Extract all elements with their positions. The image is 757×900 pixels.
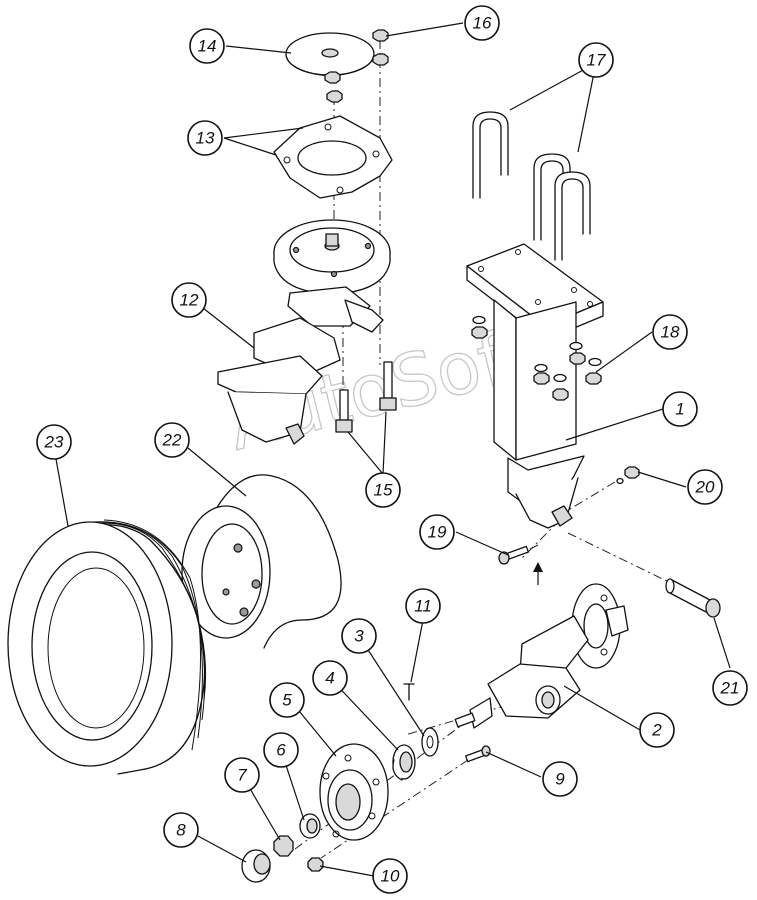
callout-circle bbox=[372, 858, 408, 894]
callout-number: 16 bbox=[473, 14, 492, 33]
callout-number: 7 bbox=[237, 766, 247, 785]
part-1-post bbox=[466, 243, 604, 529]
callout-number: 15 bbox=[374, 481, 393, 500]
callout-number: 20 bbox=[695, 478, 715, 497]
part-11-cotter-pin bbox=[403, 683, 415, 701]
callout-number: 3 bbox=[354, 627, 364, 646]
part-8-dust-cap bbox=[241, 849, 271, 883]
callout-9: 9 bbox=[542, 761, 578, 797]
callout-number: 5 bbox=[282, 691, 292, 710]
callout-circle bbox=[662, 391, 698, 427]
callout-number: 9 bbox=[555, 770, 565, 789]
callout-19: 19 bbox=[419, 514, 455, 550]
callout-6: 6 bbox=[263, 732, 299, 768]
part-4-seal bbox=[392, 744, 416, 781]
callout-number: 18 bbox=[661, 323, 680, 342]
callout-circle bbox=[687, 469, 723, 505]
part-19-bolt bbox=[498, 545, 530, 565]
part-20-nut-washer bbox=[616, 466, 640, 485]
callout-number: 10 bbox=[381, 867, 400, 886]
callout-4: 4 bbox=[312, 660, 348, 696]
callout-17: 17 bbox=[578, 42, 614, 78]
callout-number: 14 bbox=[198, 37, 217, 56]
callout-circle bbox=[578, 42, 614, 78]
part-16-nuts bbox=[324, 29, 389, 103]
part-10-nut bbox=[307, 857, 324, 872]
callout-circle bbox=[464, 5, 500, 41]
callout-number: 12 bbox=[180, 291, 199, 310]
part-15-bolts bbox=[335, 361, 397, 433]
leader-lines bbox=[55, 22, 731, 877]
part-7-castle-nut bbox=[273, 835, 294, 857]
part-12-fork-assembly bbox=[217, 219, 391, 445]
part-5-hub bbox=[319, 743, 389, 841]
callout-circle bbox=[542, 761, 578, 797]
callout-circle bbox=[187, 120, 223, 156]
callout-circle bbox=[171, 282, 207, 318]
callout-circle bbox=[163, 812, 199, 848]
callout-number: 6 bbox=[276, 741, 286, 760]
callout-20: 20 bbox=[687, 469, 723, 505]
callout-circle bbox=[312, 660, 348, 696]
part-23-tire bbox=[7, 519, 207, 775]
callout-5: 5 bbox=[269, 682, 305, 718]
callout-number: 4 bbox=[325, 669, 334, 688]
callout-2: 2 bbox=[639, 712, 675, 748]
callout-circle bbox=[269, 682, 305, 718]
callout-number: 8 bbox=[176, 821, 186, 840]
callout-10: 10 bbox=[372, 858, 408, 894]
part-17-u-bolts bbox=[472, 111, 591, 261]
callout-circle bbox=[712, 670, 748, 706]
callout-7: 7 bbox=[224, 757, 260, 793]
callout-number: 13 bbox=[196, 129, 215, 148]
callout-number: 2 bbox=[651, 721, 662, 740]
part-14-cover-plate bbox=[285, 32, 375, 77]
callout-circle bbox=[652, 314, 688, 350]
part-18-nuts-washers bbox=[471, 315, 602, 401]
callout-number: 17 bbox=[587, 51, 606, 70]
callout-21: 21 bbox=[712, 670, 748, 706]
callout-circle bbox=[419, 514, 455, 550]
callout-circle bbox=[341, 618, 377, 654]
callout-22: 22 bbox=[154, 422, 190, 458]
callout-14: 14 bbox=[189, 28, 225, 64]
part-21-pin bbox=[665, 578, 721, 618]
part-13-gasket bbox=[273, 115, 393, 199]
callout-circle bbox=[36, 424, 72, 460]
callout-circle bbox=[154, 422, 190, 458]
callout-12: 12 bbox=[171, 282, 207, 318]
callout-8: 8 bbox=[163, 812, 199, 848]
part-3-washer bbox=[421, 727, 439, 757]
part-2-spindle-arm bbox=[454, 583, 629, 729]
callout-number: 1 bbox=[675, 400, 684, 419]
callout-number: 23 bbox=[44, 433, 64, 452]
part-22-wheel-rim bbox=[181, 474, 342, 649]
callout-15: 15 bbox=[365, 472, 401, 508]
callout-number: 11 bbox=[414, 597, 432, 616]
part-9-bolt bbox=[464, 745, 491, 763]
callout-number: 22 bbox=[162, 431, 182, 450]
callout-circle bbox=[263, 732, 299, 768]
callout-number: 21 bbox=[720, 679, 740, 698]
callout-23: 23 bbox=[36, 424, 72, 460]
callout-13: 13 bbox=[187, 120, 223, 156]
callout-circle bbox=[405, 588, 441, 624]
callout-number: 19 bbox=[428, 523, 447, 542]
assembly-arrow bbox=[533, 562, 543, 585]
callout-circle bbox=[639, 712, 675, 748]
callout-11: 11 bbox=[405, 588, 441, 624]
part-6-bearing bbox=[299, 813, 321, 839]
callout-16: 16 bbox=[464, 5, 500, 41]
callout-circle bbox=[365, 472, 401, 508]
callout-circle bbox=[224, 757, 260, 793]
callout-3: 3 bbox=[341, 618, 377, 654]
callout-18: 18 bbox=[652, 314, 688, 350]
callout-1: 1 bbox=[662, 391, 698, 427]
callout-circle bbox=[189, 28, 225, 64]
